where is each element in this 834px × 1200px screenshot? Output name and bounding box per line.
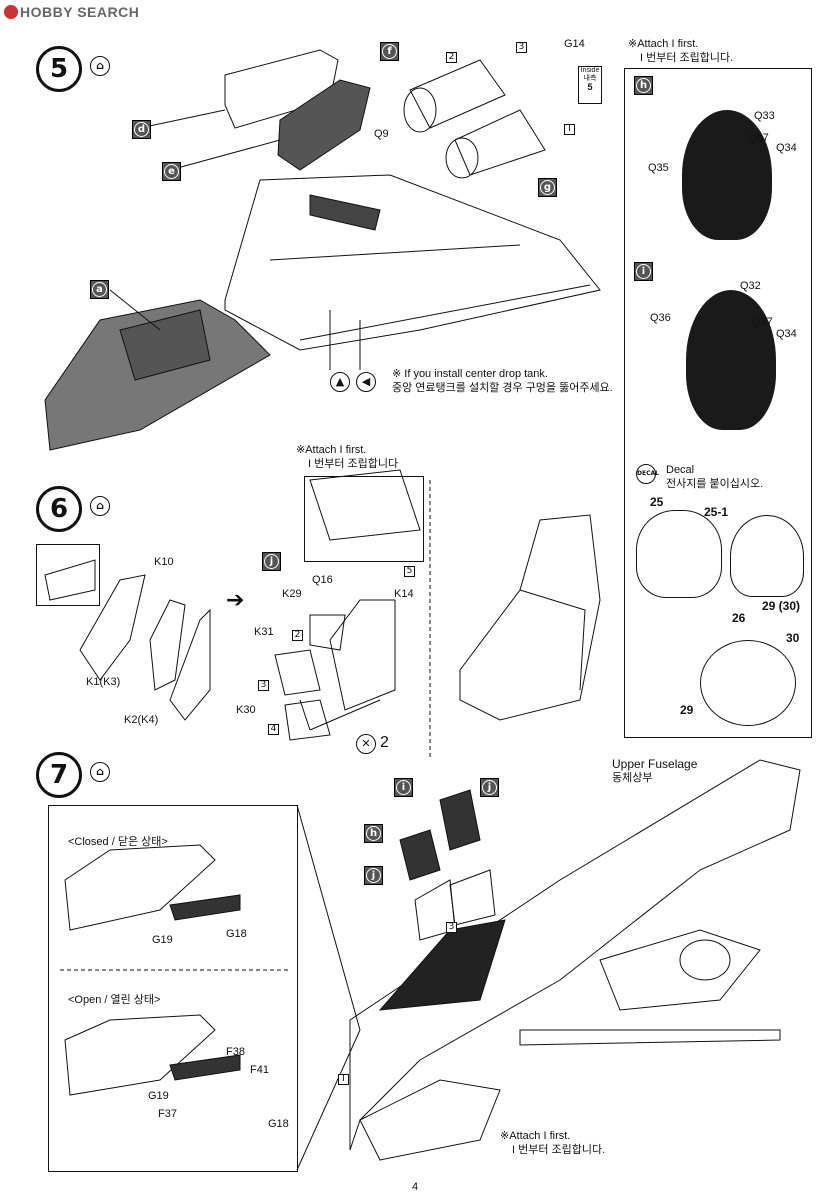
- part-k1-k3: K1(K3): [86, 676, 121, 688]
- drill-icon: ▲: [330, 372, 350, 392]
- step6-detail-box: [304, 476, 424, 562]
- i-part-q32: Q32: [740, 280, 761, 292]
- sidebar-attach-kr: I 번부터 조립합니다.: [640, 52, 734, 64]
- part-f37: F37: [158, 1108, 177, 1120]
- drop-tank-note-en: ※ If you install center drop tank.: [392, 368, 548, 380]
- part-callout-j: j: [262, 552, 281, 571]
- next-arrow-icon: ➔: [226, 588, 245, 613]
- part-g19-open: G19: [148, 1090, 169, 1102]
- closed-state-label: <Closed / 닫은 상태>: [68, 836, 168, 848]
- make-two-icon: ✕: [356, 734, 376, 754]
- part-g18-closed: G18: [226, 928, 247, 940]
- cement-icon-6: ⌂: [90, 496, 110, 516]
- part-g18-open: G18: [268, 1118, 289, 1130]
- drill-icon-2: ◀: [356, 372, 376, 392]
- h-part-q33: Q33: [754, 110, 775, 122]
- step-7-badge: 7: [36, 752, 82, 798]
- canopy-inset-box: [48, 805, 298, 1172]
- part-callout-h-step7: h: [364, 824, 383, 843]
- step6-attach-en: ※Attach I first.: [296, 444, 367, 456]
- watermark-logo: HOBBY SEARCH: [4, 4, 139, 20]
- part-k29: K29: [282, 588, 302, 600]
- h-part-q37: Q37: [748, 132, 769, 144]
- h-part-q35: Q35: [648, 162, 669, 174]
- pilot-figure-h: [682, 110, 772, 240]
- sprue-2-step6: 2: [292, 630, 303, 641]
- part-f41: F41: [250, 1064, 269, 1076]
- sprue-3-step6: 3: [258, 680, 269, 691]
- part-callout-a: a: [90, 280, 109, 299]
- i-part-q34: Q34: [776, 328, 797, 340]
- helmet-top-drawing: [700, 640, 796, 726]
- drop-tank-note-kr: 중앙 연료탱크를 설치할 경우 구멍을 뚫어주세요.: [392, 382, 613, 394]
- sidebar-attach-en: ※Attach I first.: [628, 38, 699, 50]
- part-g14: G14: [564, 38, 585, 50]
- sprue-4-step6: 4: [268, 724, 279, 735]
- part-k30: K30: [236, 704, 256, 716]
- part-callout-h: h: [634, 76, 653, 95]
- decal-29-30: 29 (30): [762, 599, 801, 613]
- h-part-q34: Q34: [776, 142, 797, 154]
- figures-panel: [624, 68, 812, 738]
- decal-30: 30: [786, 631, 800, 645]
- helmet-side-drawing: [730, 515, 804, 597]
- decal-label-en: Decal: [666, 464, 695, 476]
- decal-label-kr: 전사지를 붙이십시오.: [666, 478, 764, 490]
- part-callout-f: f: [380, 42, 399, 61]
- page-number: 4: [412, 1181, 419, 1193]
- sprue-5-step6: 5: [404, 566, 415, 577]
- step6-attach-kr: I 번부터 조립합니다: [308, 458, 399, 470]
- sprue-2: 2: [446, 52, 457, 63]
- part-callout-i-step7: i: [394, 778, 413, 797]
- cement-icon: ⌂: [90, 56, 110, 76]
- open-state-label: <Open / 열린 상태>: [68, 994, 161, 1006]
- part-g19-closed: G19: [152, 934, 173, 946]
- cement-icon-7: ⌂: [90, 762, 110, 782]
- sprue-3: 3: [516, 42, 527, 53]
- decal-icon: DECAL: [636, 464, 659, 484]
- decal-26: 26: [732, 611, 746, 625]
- part-callout-d: d: [132, 120, 151, 139]
- part-q9: Q9: [374, 128, 389, 140]
- decal-25: 25: [650, 495, 664, 509]
- make-two-count: 2: [380, 734, 389, 751]
- decal-25-1: 25-1: [704, 505, 729, 519]
- part-callout-i: i: [634, 262, 653, 281]
- part-k14: K14: [394, 588, 414, 600]
- part-callout-j-step7: j: [480, 778, 499, 797]
- pilot-figure-i: [686, 290, 776, 430]
- part-callout-g: g: [538, 178, 557, 197]
- part-callout-j2-step7: j: [364, 866, 383, 885]
- sprue-I: I: [564, 124, 575, 135]
- step-6-badge: 6: [36, 486, 82, 532]
- step7-attach-kr: I 번부터 조립합니다.: [512, 1144, 606, 1156]
- step6-inset-box: [36, 544, 100, 606]
- part-callout-e: e: [162, 162, 181, 181]
- part-f38: F38: [226, 1046, 245, 1058]
- part-k31: K31: [254, 626, 274, 638]
- step-5-badge: 5: [36, 46, 82, 92]
- i-part-q37: Q37: [752, 316, 773, 328]
- upper-fuselage-label-kr: 동체상부: [612, 772, 653, 784]
- part-k2-k4: K2(K4): [124, 714, 159, 726]
- i-part-q36: Q36: [650, 312, 671, 324]
- sprue-I-step7: I: [338, 1074, 349, 1085]
- sprue-3-step7: 3: [446, 922, 457, 933]
- part-k10: K10: [154, 556, 174, 568]
- helmet-front-drawing: [636, 510, 722, 598]
- step7-attach-en: ※Attach I first.: [500, 1130, 571, 1142]
- decal-29: 29: [680, 703, 694, 717]
- part-q16: Q16: [312, 574, 333, 586]
- upper-fuselage-label-en: Upper Fuselage: [612, 757, 698, 771]
